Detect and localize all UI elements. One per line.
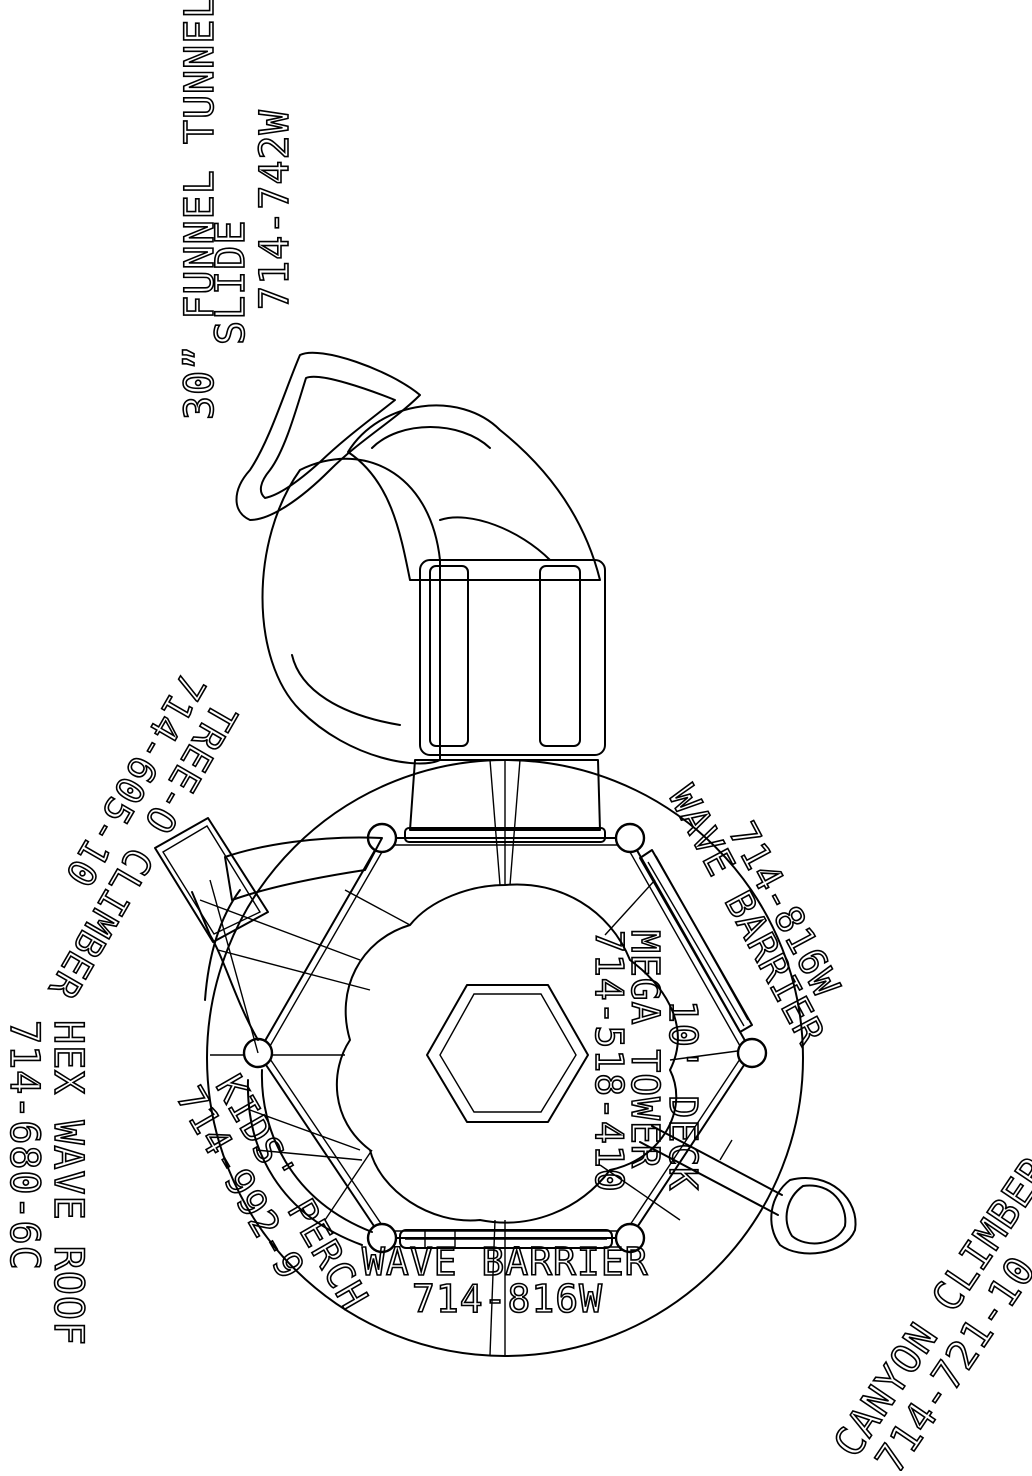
post-bottom-right [614, 1222, 646, 1254]
post-right [736, 1037, 768, 1069]
slide-chute-rail-right [539, 565, 581, 747]
barrier-bottom-label-line2: 714-816W [412, 1277, 603, 1321]
hex-roof-inner [439, 993, 577, 1113]
slide-chute-rail-left [429, 565, 469, 747]
slide-label: 30” FUNNEL TUNNEL [176, 0, 224, 421]
slide-label-group3: 714-742W [251, 109, 299, 311]
slide-label-line2: SLIDE [208, 220, 254, 345]
slide-chute [419, 559, 606, 756]
kids-perch [246, 1069, 373, 1246]
slide-tunnel-seam [439, 516, 551, 561]
tower-label-line2: MEGA TOWER [623, 930, 667, 1169]
slide-label-group2: SLIDE [207, 219, 255, 346]
tower-label-line3: 714-518-410 [587, 930, 631, 1193]
tower-label-line1: 10' DECK [661, 1000, 705, 1191]
barrier-bottom-label: WAVE BARRIER 714-816W [361, 1239, 649, 1322]
roof-label-line2: 714-680-6C [1, 1020, 47, 1271]
slide-dome-rim [291, 654, 401, 726]
roof-label: HEX WAVE ROOF 714-680-6C [0, 1019, 92, 1347]
roof-label-line1: HEX WAVE ROOF [45, 1020, 91, 1346]
funnel-tunnel-slide [235, 351, 606, 843]
barrier-bottom-label-line1: WAVE BARRIER [362, 1240, 649, 1284]
slide-label-line1: 30” FUNNEL TUNNEL [177, 0, 223, 420]
canyon-label: CANYON CLIMBER 714-721-10 [824, 1148, 1032, 1476]
wave-barrier-bottom-shape [399, 1229, 613, 1249]
slide-entry-hood [409, 759, 601, 831]
perch-label: KIDS' PERCH 714-992-9 [167, 1067, 378, 1318]
slide-label-line3: 714-742W [252, 109, 298, 310]
tower-label: 10' DECK MEGA TOWER 714-518-410 [586, 929, 706, 1193]
post-top-right [614, 822, 646, 854]
slide-exit-inner [259, 375, 396, 499]
tree-o-climber [154, 817, 383, 1054]
slide-tunnel-inner [371, 426, 491, 449]
slide-tunnel-bend [347, 404, 601, 581]
post-bottom-left [366, 1222, 398, 1254]
slide-dome [261, 457, 441, 765]
wave-barrier-right-shape [639, 849, 753, 1033]
deck-inner-flower [335, 883, 679, 1224]
slide-exit [235, 351, 421, 521]
hex-roof-outline [426, 984, 589, 1123]
canyon-climber [639, 1125, 857, 1255]
